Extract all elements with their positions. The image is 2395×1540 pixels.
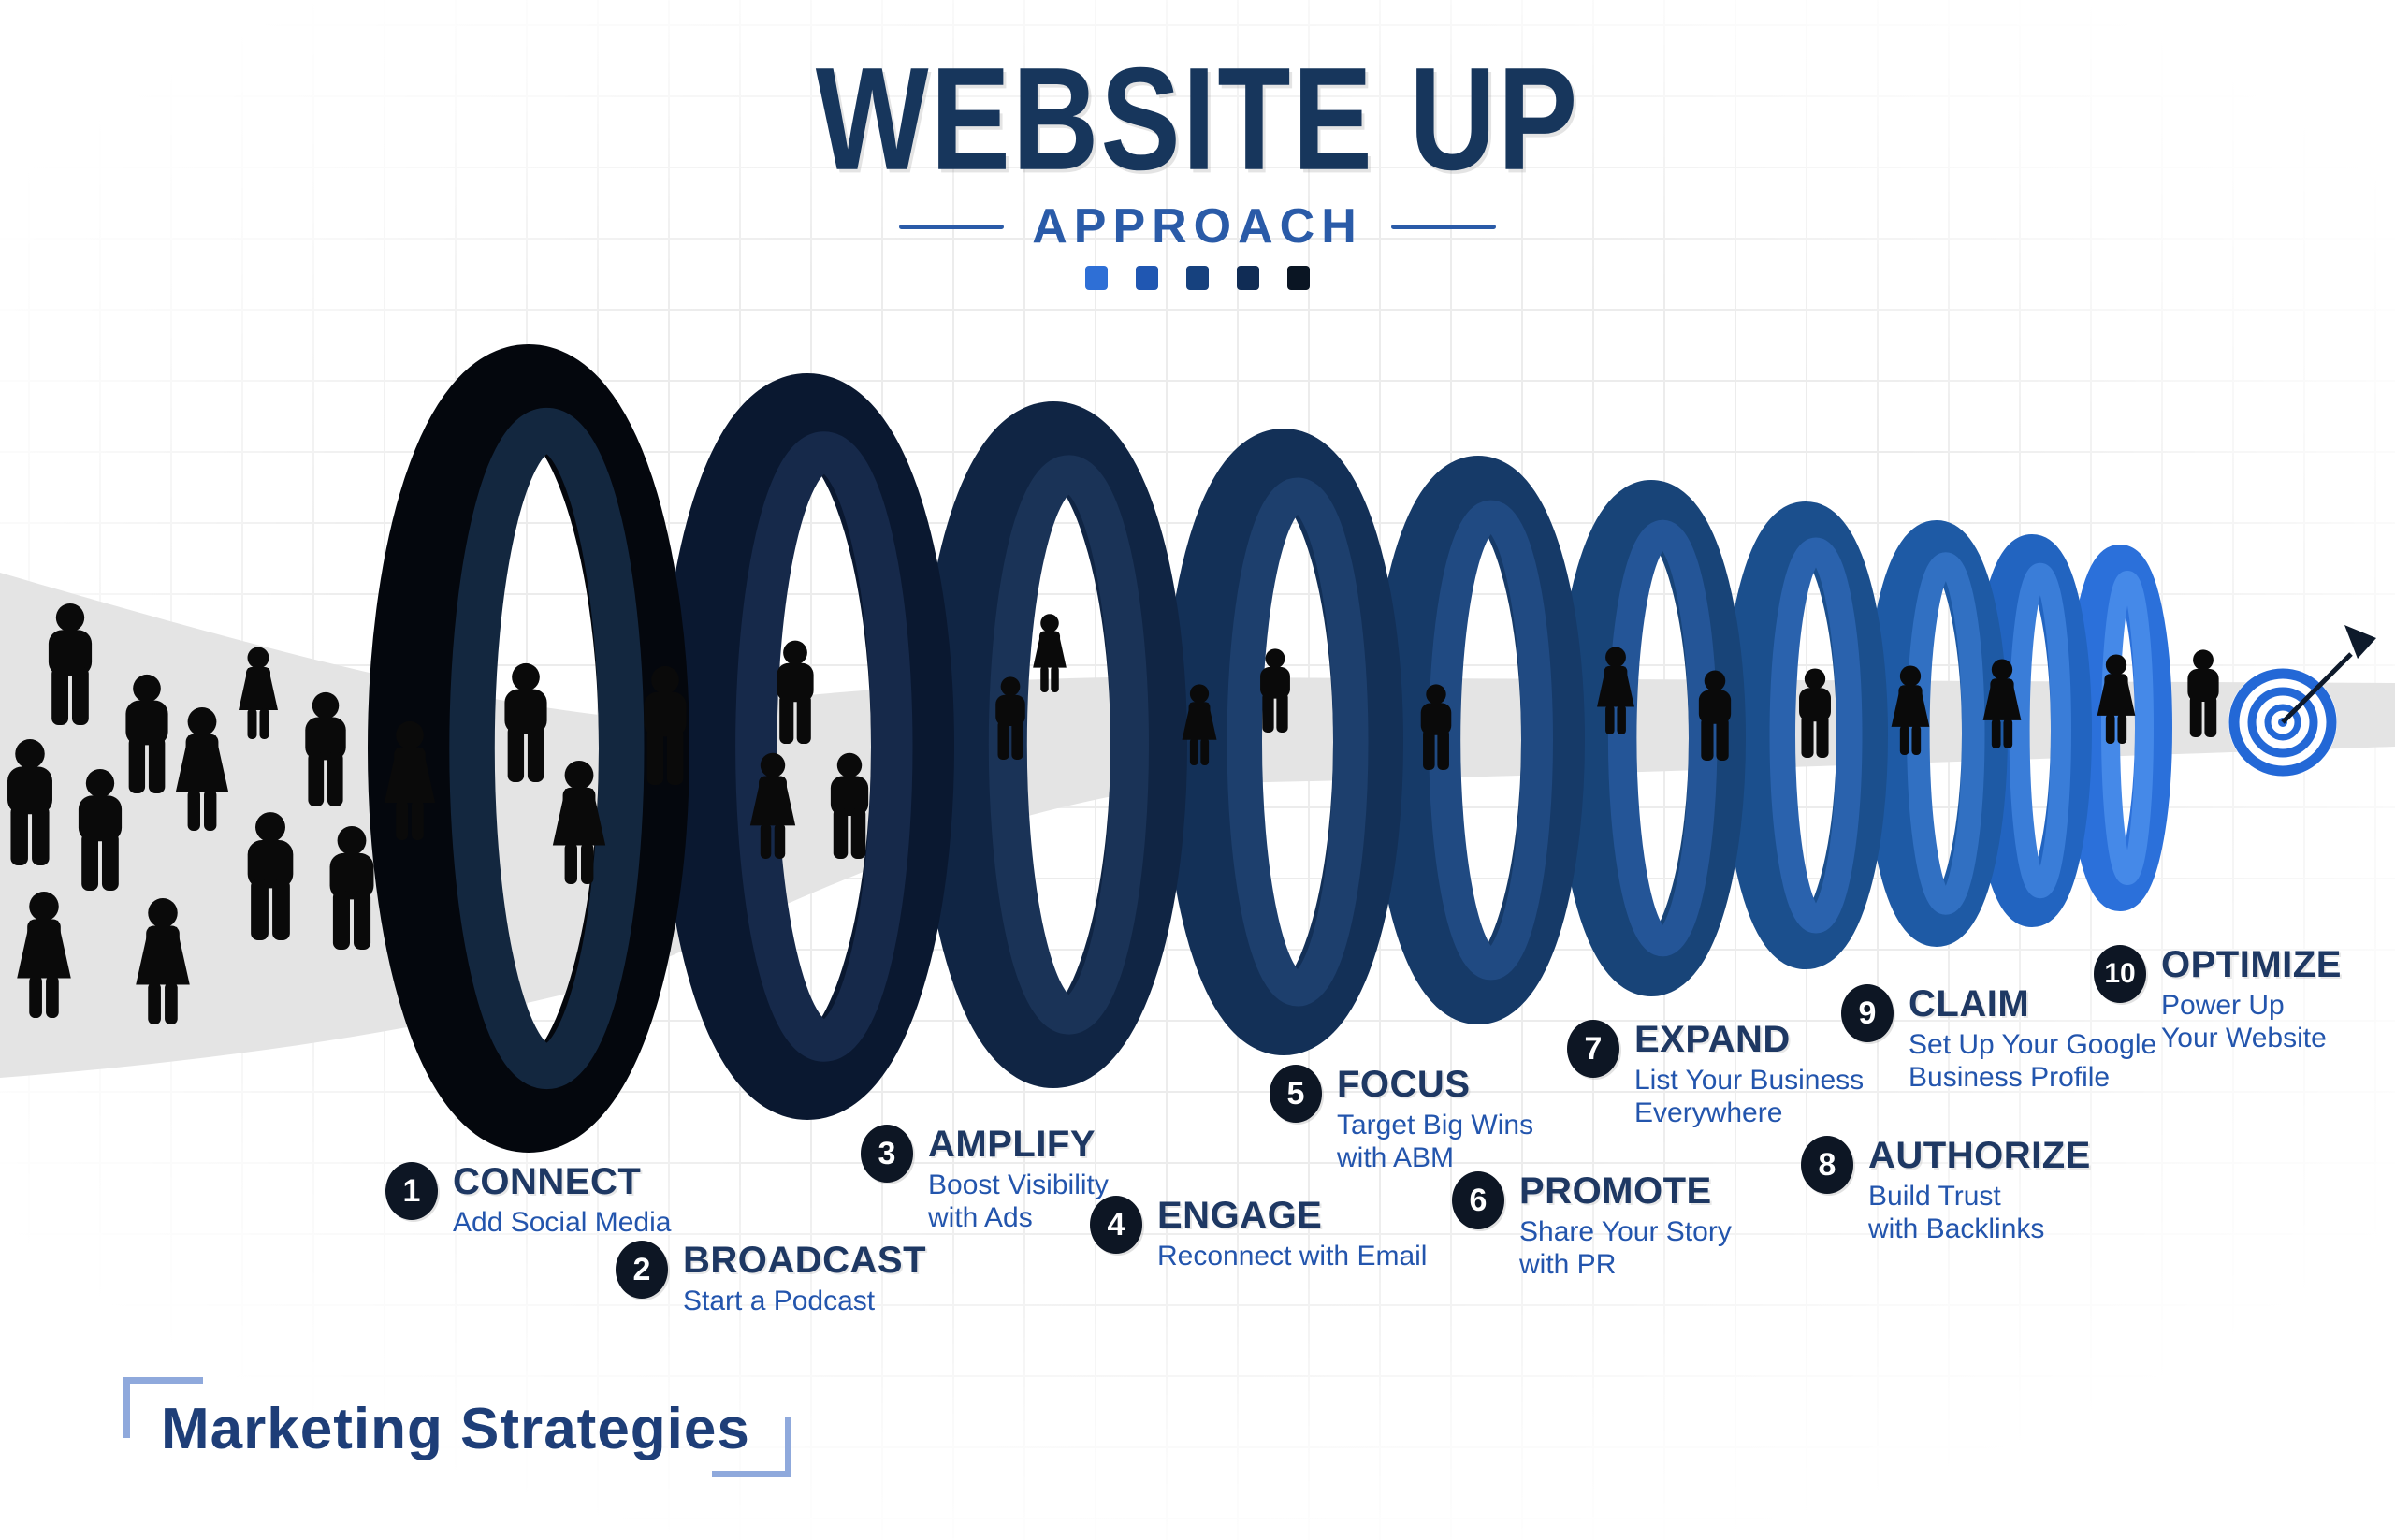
scale-square-5 [1287,266,1310,290]
scale-square-4 [1237,266,1259,290]
scale-square-3 [1186,266,1209,290]
step-number-badge: 10 [2094,945,2146,1003]
page-title: WEBSITE UP [815,37,1580,201]
step-title: AUTHORIZE [1868,1135,2091,1176]
footer-label: Marketing Strategies [123,1377,791,1477]
step-text: PROMOTE Share Your Story with PR [1519,1171,1732,1282]
subtitle-row: APPROACH [0,198,2395,254]
step-text: FOCUS Target Big Wins with ABM [1337,1065,1533,1175]
step-title: EXPAND [1634,1019,1791,1060]
step-subtitle: Boost Visibility with Ads [928,1170,1109,1234]
funnel-rings [368,344,2172,1153]
corner-bracket-bottom-right-icon [711,1417,791,1477]
step-title: ENGAGE [1157,1195,1323,1236]
step-text: CLAIM Set Up Your Google Business Profil… [1909,984,2156,1095]
step-number-badge: 2 [616,1241,668,1299]
step-subtitle: Add Social Media [453,1207,672,1238]
step-number-badge: 5 [1270,1065,1322,1123]
step-subtitle: Share Your Story with PR [1519,1216,1732,1281]
step-subtitle: Build Trust with Backlinks [1868,1181,2045,1245]
step-number-badge: 9 [1841,984,1894,1042]
subtitle-dash-left [899,224,1005,229]
step-title: FOCUS [1337,1064,1471,1105]
step-number-badge: 4 [1090,1196,1142,1254]
ring-4 [1164,429,1403,1055]
step-item-8: 8 AUTHORIZE Build Trust with Backlinks [1801,1136,2091,1246]
step-subtitle: Power Up Your Website [2161,990,2327,1054]
step-title: BROADCAST [683,1240,927,1281]
step-item-2: 2 BROADCAST Start a Podcast [616,1241,926,1317]
footer-label-text: Marketing Strategies [161,1397,750,1461]
subtitle-dash-right [1390,224,1496,229]
step-title: CLAIM [1909,983,2030,1024]
step-item-3: 3 AMPLIFY Boost Visibility with Ads [861,1125,1109,1235]
step-text: ENGAGE Reconnect with Email [1157,1196,1427,1272]
step-text: AUTHORIZE Build Trust with Backlinks [1868,1136,2091,1246]
step-item-9: 9 CLAIM Set Up Your Google Business Prof… [1841,984,2156,1095]
step-text: BROADCAST Start a Podcast [683,1241,926,1317]
step-item-7: 7 EXPAND List Your Business Everywhere [1567,1020,1864,1130]
step-text: EXPAND List Your Business Everywhere [1634,1020,1864,1130]
step-subtitle: Reconnect with Email [1157,1241,1428,1271]
step-title: CONNECT [453,1161,642,1202]
step-item-4: 4 ENGAGE Reconnect with Email [1090,1196,1427,1272]
step-item-5: 5 FOCUS Target Big Wins with ABM [1270,1065,1533,1175]
ring-7 [1723,501,1888,969]
step-title: OPTIMIZE [2161,944,2342,985]
bullseye-target-arrow-icon [2228,625,2376,777]
page-subtitle: APPROACH [1032,199,1363,254]
step-title: AMPLIFY [928,1124,1096,1165]
step-title: PROMOTE [1519,1170,1712,1212]
step-subtitle: List Your Business Everywhere [1634,1065,1865,1129]
color-scale-squares [0,266,2395,290]
step-number-badge: 6 [1452,1171,1504,1229]
step-subtitle: Target Big Wins with ABM [1337,1110,1534,1174]
step-number-badge: 1 [385,1162,438,1220]
step-text: OPTIMIZE Power Up Your Website [2161,945,2342,1055]
step-number-badge: 3 [861,1125,913,1183]
step-text: CONNECT Add Social Media [453,1162,671,1239]
step-number-badge: 7 [1567,1020,1619,1078]
scale-square-2 [1136,266,1158,290]
scale-square-1 [1085,266,1108,290]
step-number-badge: 8 [1801,1136,1853,1194]
step-item-1: 1 CONNECT Add Social Media [385,1162,671,1239]
step-item-10: 10 OPTIMIZE Power Up Your Website [2094,945,2342,1055]
step-subtitle: Set Up Your Google Business Profile [1909,1029,2157,1094]
step-subtitle: Start a Podcast [683,1286,876,1316]
corner-bracket-top-left-icon [123,1377,203,1438]
step-text: AMPLIFY Boost Visibility with Ads [928,1125,1109,1235]
step-item-6: 6 PROMOTE Share Your Story with PR [1452,1171,1732,1282]
ring-2 [660,373,954,1120]
